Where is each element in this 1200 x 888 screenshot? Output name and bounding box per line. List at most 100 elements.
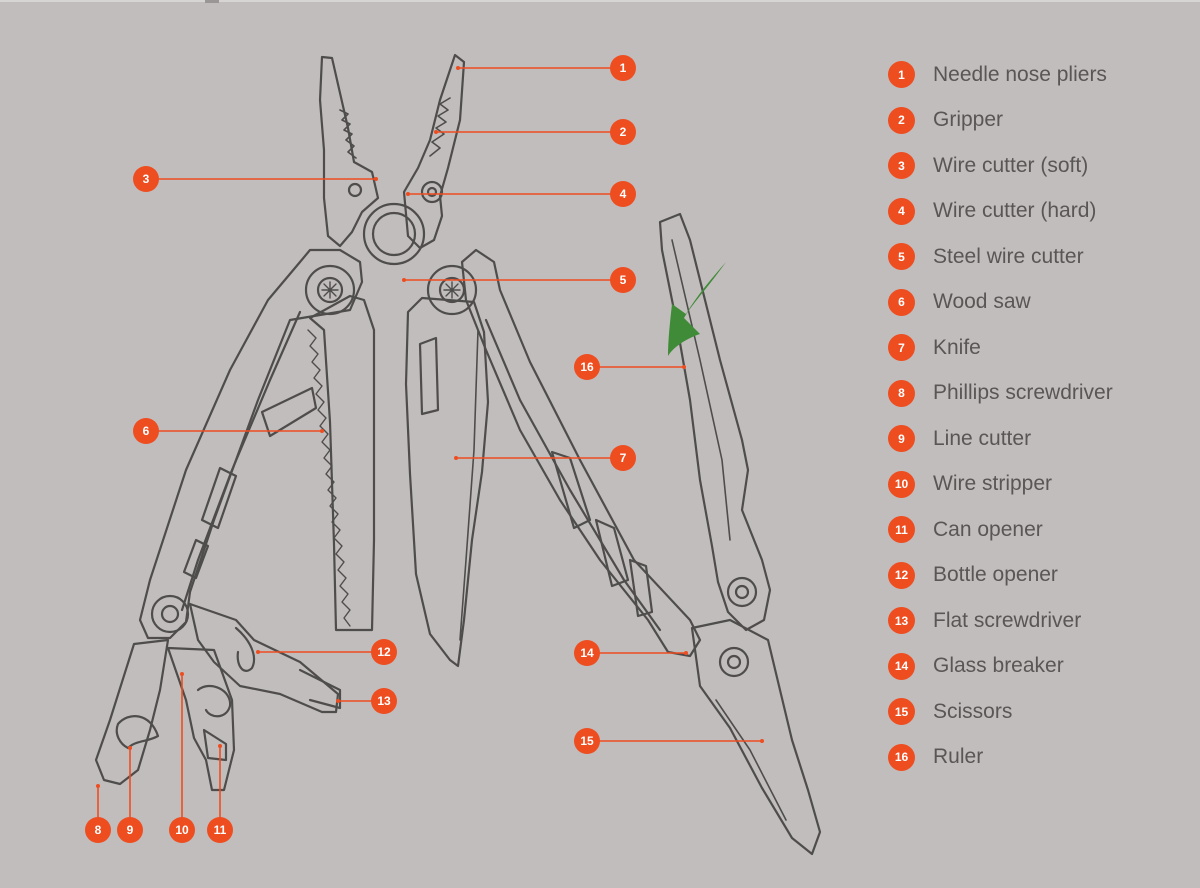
legend-item: 14 Glass breaker bbox=[888, 644, 1188, 690]
callout-2: 2 bbox=[434, 119, 636, 145]
callout-anchor-dot bbox=[406, 192, 410, 196]
legend-label: Bottle opener bbox=[933, 563, 1058, 587]
legend-number-badge: 13 bbox=[888, 607, 915, 635]
scissors-blade-line bbox=[715, 699, 787, 821]
callout-7: 7 bbox=[454, 445, 636, 471]
ruler-arm bbox=[658, 212, 772, 632]
phillips-arm bbox=[94, 638, 170, 786]
wire-stripper-notch bbox=[202, 728, 228, 762]
legend-number-badge: 15 bbox=[888, 698, 915, 726]
scissors-screw bbox=[718, 646, 750, 678]
left-handle-screw-star bbox=[321, 281, 339, 299]
legend-item: 3 Wire cutter (soft) bbox=[888, 143, 1188, 189]
callout-12: 12 bbox=[256, 639, 397, 665]
callout-number: 3 bbox=[143, 172, 150, 186]
legend-number-badge: 1 bbox=[888, 61, 915, 89]
legend-number-badge: 10 bbox=[888, 470, 915, 498]
callout-anchor-dot bbox=[454, 456, 458, 460]
callout-anchor-dot bbox=[374, 177, 378, 181]
callout-anchor-dot bbox=[218, 744, 222, 748]
callout-anchor-dot bbox=[180, 672, 184, 676]
callout-15: 15 bbox=[574, 728, 764, 754]
right-handle-cutout-2 bbox=[594, 518, 630, 588]
legend-label: Glass breaker bbox=[933, 654, 1064, 678]
callout-anchor-dot bbox=[402, 278, 406, 282]
legend-item: 16 Ruler bbox=[888, 735, 1188, 781]
left-plier-jaw bbox=[318, 55, 380, 248]
callout-anchor-dot bbox=[434, 130, 438, 134]
callout-16: 16 bbox=[574, 354, 686, 380]
callout-badge bbox=[610, 55, 636, 81]
legend-label: Phillips screwdriver bbox=[933, 381, 1113, 405]
callout-1: 1 bbox=[456, 55, 636, 81]
callout-badge bbox=[169, 817, 195, 843]
callout-number: 12 bbox=[377, 645, 391, 659]
bottle-opener-hook bbox=[234, 626, 256, 672]
legend-number-badge: 2 bbox=[888, 106, 915, 134]
legend-number-badge: 14 bbox=[888, 652, 915, 680]
scissors-body bbox=[690, 618, 822, 856]
central-pivot-inner bbox=[371, 211, 417, 257]
legend-number-badge: 7 bbox=[888, 334, 915, 362]
legend-number-badge: 12 bbox=[888, 561, 915, 589]
callout-badge bbox=[574, 354, 600, 380]
legend-label: Ruler bbox=[933, 745, 984, 769]
callout-number: 8 bbox=[95, 823, 102, 837]
callout-11: 11 bbox=[207, 744, 233, 843]
ruler-screw-inner bbox=[734, 584, 750, 600]
legend-label: Steel wire cutter bbox=[933, 244, 1084, 268]
callout-13: 13 bbox=[336, 688, 397, 714]
callout-number: 5 bbox=[620, 273, 627, 287]
legend-label: Knife bbox=[933, 335, 981, 359]
callout-badge bbox=[133, 166, 159, 192]
right-handle-cutout-3 bbox=[628, 558, 654, 618]
legend-label: Flat screwdriver bbox=[933, 608, 1082, 632]
callout-badge bbox=[117, 817, 143, 843]
callout-number: 9 bbox=[127, 823, 134, 837]
right-handle-screw bbox=[426, 264, 478, 316]
callout-anchor-dot bbox=[256, 650, 260, 654]
legend-number-badge: 16 bbox=[888, 743, 915, 771]
callout-number: 15 bbox=[580, 734, 594, 748]
knife-edge-line bbox=[459, 329, 479, 641]
callout-badge bbox=[610, 267, 636, 293]
callout-number: 10 bbox=[175, 823, 189, 837]
legend-item: 2 Gripper bbox=[888, 98, 1188, 144]
legend-label: Gripper bbox=[933, 108, 1004, 132]
callout-badge bbox=[610, 181, 636, 207]
callout-number: 11 bbox=[214, 823, 227, 837]
left-jaw-hole bbox=[347, 182, 363, 198]
right-jaw-pivot bbox=[420, 180, 444, 204]
legend-number-badge: 3 bbox=[888, 152, 915, 180]
left-handle-cutout-2 bbox=[182, 538, 210, 580]
callout-number: 7 bbox=[620, 451, 627, 465]
legend-label: Wire cutter (soft) bbox=[933, 153, 1089, 177]
right-handle-screw-star bbox=[443, 281, 461, 299]
top-border bbox=[0, 0, 1200, 2]
callout-badge bbox=[610, 119, 636, 145]
scissors-screw-inner bbox=[726, 654, 742, 670]
left-handle-cutout-3 bbox=[260, 386, 318, 438]
callout-9: 9 bbox=[117, 746, 143, 843]
right-handle-screw-inner bbox=[438, 276, 466, 304]
legend-label: Wire stripper bbox=[933, 472, 1053, 496]
callout-number: 16 bbox=[580, 360, 594, 374]
right-handle-cutout-1 bbox=[550, 450, 592, 530]
left-handle-screw bbox=[304, 264, 356, 316]
legend-number-badge: 9 bbox=[888, 425, 915, 453]
callout-badge bbox=[371, 688, 397, 714]
callout-badge bbox=[610, 445, 636, 471]
flat-screwdriver-tip bbox=[298, 668, 342, 710]
callout-number: 6 bbox=[143, 424, 150, 438]
tool-cluster-screw bbox=[150, 594, 190, 634]
can-opener-hook bbox=[196, 684, 232, 718]
